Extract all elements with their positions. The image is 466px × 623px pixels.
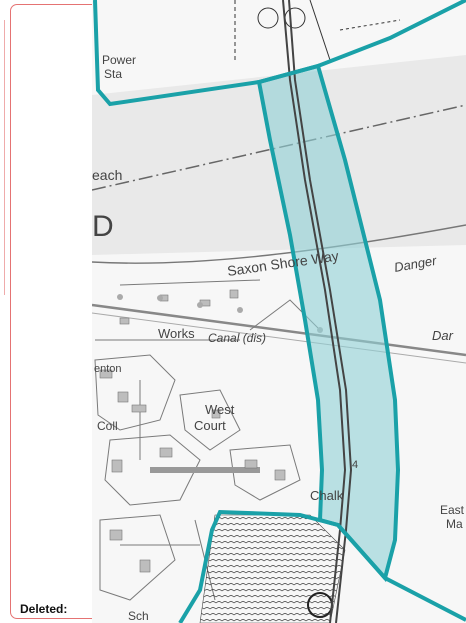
annotation-margin-line — [4, 20, 5, 295]
label-ma: Ma — [446, 517, 463, 531]
hill-contours — [199, 514, 346, 623]
label-four: 4 — [352, 459, 358, 471]
label-sta: Sta — [104, 67, 122, 81]
deleted-label: Deleted: — [20, 602, 68, 616]
label-west: West — [205, 402, 235, 417]
urban-blocks — [94, 279, 321, 601]
label-each: each — [92, 167, 122, 183]
tunnel-alignment-2 — [288, 0, 353, 623]
canal-bank — [92, 312, 466, 364]
order-limits-south[interactable] — [178, 509, 466, 623]
label-d: D — [92, 210, 114, 243]
label-canal: Canal (dis) — [208, 331, 266, 345]
label-danger: Danger — [393, 253, 438, 275]
tunnel-alignment — [282, 0, 347, 623]
channel-line — [92, 104, 466, 191]
label-east: East — [440, 503, 465, 517]
label-dar: Dar — [432, 328, 454, 343]
label-works: Works — [158, 326, 195, 341]
label-court: Court — [194, 418, 226, 433]
shoreline — [92, 224, 466, 264]
canal-line — [92, 303, 466, 357]
order-limits-north[interactable] — [93, 0, 466, 107]
upper-structures — [234, 0, 401, 61]
label-chalk: Chalk — [310, 488, 344, 503]
label-enton: enton — [94, 363, 122, 375]
label-coll: Coll — [97, 419, 118, 433]
label-power: Power — [102, 53, 136, 67]
label-sch: Sch — [128, 609, 149, 623]
